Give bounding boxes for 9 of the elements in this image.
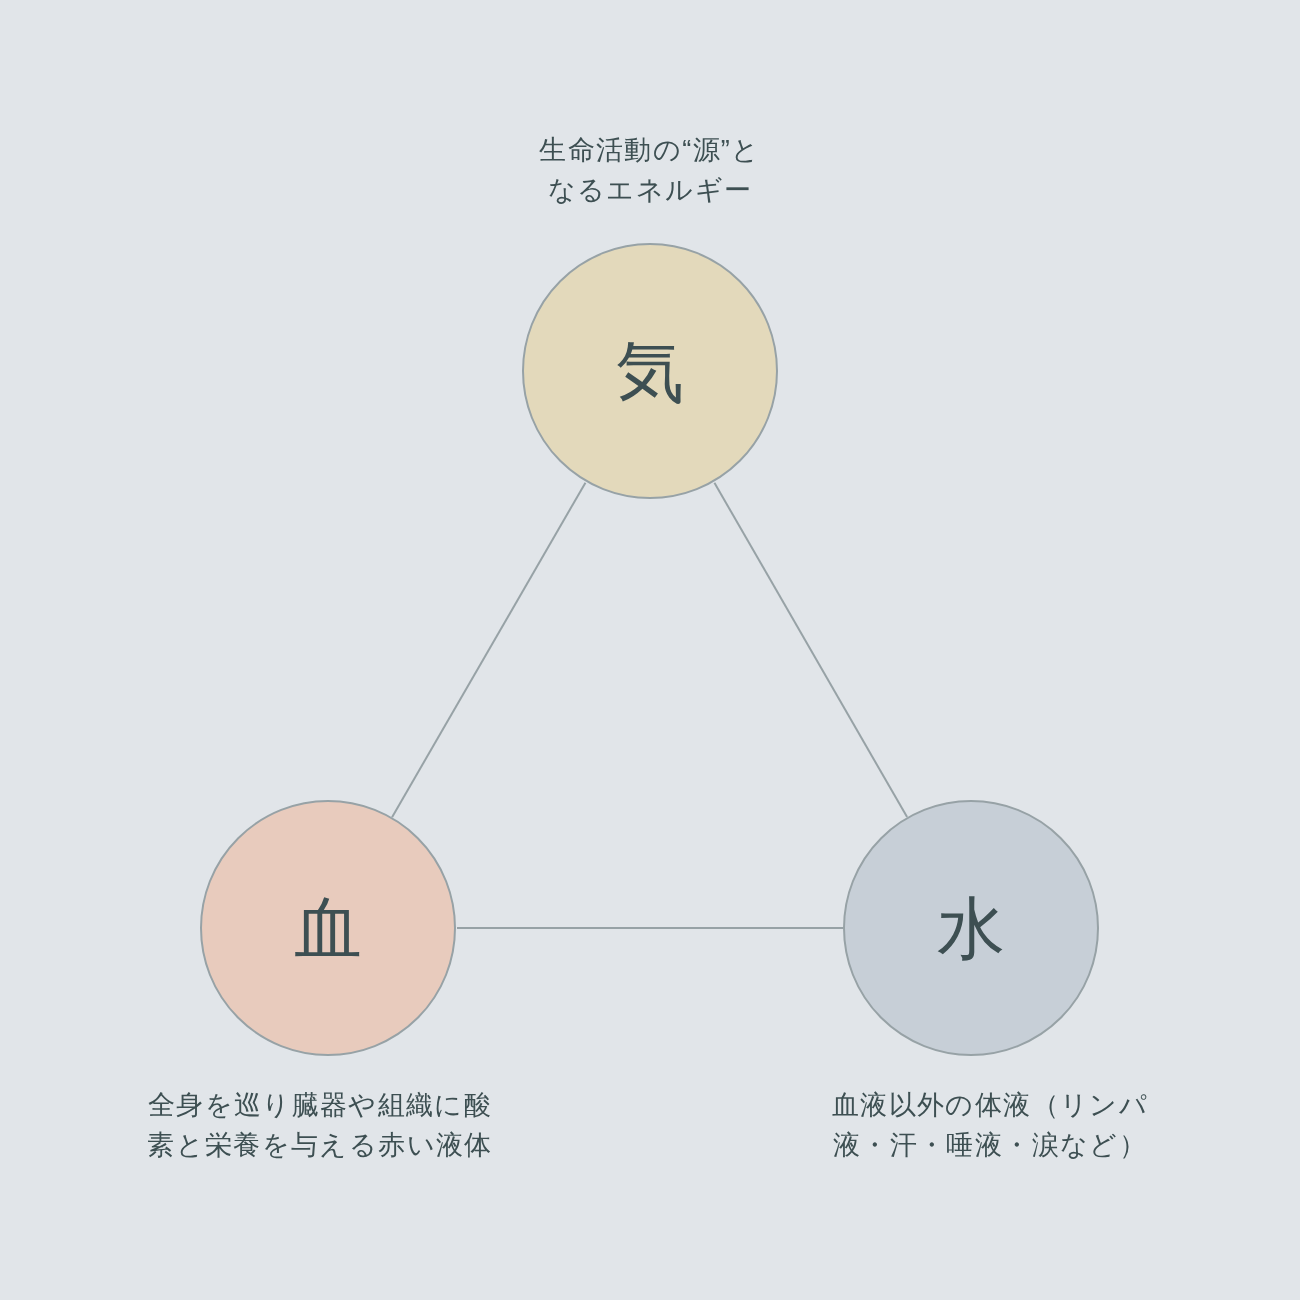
element-character: 気 [616,337,684,405]
description-text: 全身を巡り臓器や組織に酸素と栄養を与える赤い液体 [146,1089,494,1162]
connector-line [456,927,844,929]
description-text: 生命活動の“源”となるエネルギー [538,134,762,207]
connector-line [713,481,909,819]
description-text: 血液以外の体液（リンパ液・汗・唾液・涙など） [831,1089,1149,1162]
element-character: 水 [937,894,1005,962]
connector-line [391,481,587,819]
element-character: 血 [294,894,362,962]
